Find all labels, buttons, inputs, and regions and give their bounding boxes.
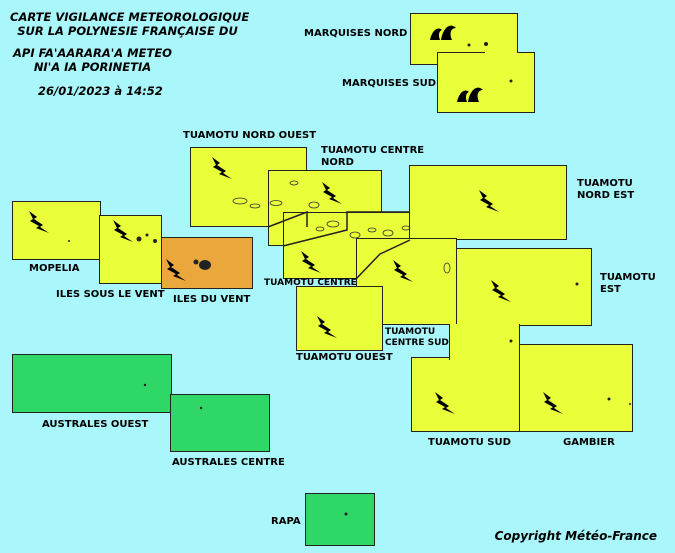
label-australes-centre: AUSTRALES CENTRE xyxy=(172,457,285,468)
lightning-icon xyxy=(435,392,455,414)
lightning-icon xyxy=(301,251,321,273)
label-australes-ouest: AUSTRALES OUEST xyxy=(42,419,149,430)
waves-icon xyxy=(457,87,483,102)
zone-australes-ouest[interactable] xyxy=(12,354,172,413)
label-tuamotu-nord-est: TUAMOTU NORD EST xyxy=(577,178,634,202)
label-tuamotu-centre-nord-line1: TUAMOTU CENTRE xyxy=(321,145,425,156)
zone-tuamotu-ouest[interactable] xyxy=(296,286,383,351)
lightning-icon xyxy=(393,260,413,282)
zone-tuamotu-sud[interactable] xyxy=(411,357,521,432)
label-tuamotu-sud: TUAMOTU SUD xyxy=(428,437,511,448)
title-line-2: SUR LA POLYNESIE FRANÇAISE DU xyxy=(17,24,238,38)
label-tuamotu-nord-ouest: TUAMOTU NORD OUEST xyxy=(183,130,317,141)
copyright: Copyright Météo-France xyxy=(494,529,657,543)
label-tuamotu-nord-est-line2: NORD EST xyxy=(577,190,635,201)
subtitle-line-1: API FA'AARARA'A METEO xyxy=(13,46,172,60)
label-tuamotu-centre-sud: TUAMOTU CENTRE SUD xyxy=(385,327,449,349)
label-marquises-nord: MARQUISES NORD xyxy=(304,28,408,39)
zone-rapa[interactable] xyxy=(305,493,375,546)
lightning-icon xyxy=(317,316,337,338)
label-tuamotu-est-line1: TUAMOTU xyxy=(600,272,656,283)
lightning-icon xyxy=(29,211,49,233)
lightning-icon xyxy=(543,392,563,414)
lightning-icon xyxy=(166,259,186,281)
label-tuamotu-est-line2: EST xyxy=(600,284,621,295)
subtitle-line-2: NI'A IA PORINETIA xyxy=(33,60,152,74)
lightning-icon xyxy=(212,157,232,179)
label-tuamotu-centre-sud-line1: TUAMOTU xyxy=(385,327,436,337)
map-datetime: 26/01/2023 à 14:52 xyxy=(38,84,163,98)
lightning-icon xyxy=(113,220,133,242)
lightning-icon xyxy=(322,182,342,204)
zone-gambier[interactable] xyxy=(519,344,633,432)
lightning-icon xyxy=(479,190,499,212)
label-iles-du-vent: ILES DU VENT xyxy=(173,294,251,305)
map-title: CARTE VIGILANCE METEOROLOGIQUE SUR LA PO… xyxy=(10,10,250,38)
title-line-1: CARTE VIGILANCE METEOROLOGIQUE xyxy=(10,10,250,24)
map-subtitle: API FA'AARARA'A METEO NI'A IA PORINETIA xyxy=(0,46,185,74)
label-tuamotu-centre-nord-line2: NORD xyxy=(321,157,354,168)
label-iles-sous-le-vent: ILES SOUS LE VENT xyxy=(56,289,165,300)
label-gambier: GAMBIER xyxy=(563,437,615,448)
lightning-icon xyxy=(491,280,511,302)
label-tuamotu-est: TUAMOTU EST xyxy=(600,272,656,296)
zone-tuamotu-est[interactable] xyxy=(456,248,592,326)
label-tuamotu-nord-est-line1: TUAMOTU xyxy=(577,178,633,189)
label-tuamotu-centre-sud-line2: CENTRE SUD xyxy=(385,338,449,348)
label-tuamotu-centre: TUAMOTU CENTRE xyxy=(264,278,357,288)
label-marquises-sud: MARQUISES SUD xyxy=(342,78,437,89)
zone-australes-centre[interactable] xyxy=(170,394,270,452)
label-rapa: RAPA xyxy=(271,516,301,527)
label-tuamotu-centre-nord: TUAMOTU CENTRE NORD xyxy=(321,145,424,169)
label-tuamotu-ouest: TUAMOTU OUEST xyxy=(296,352,393,363)
label-mopelia: MOPELIA xyxy=(29,263,80,274)
waves-icon xyxy=(430,25,456,40)
